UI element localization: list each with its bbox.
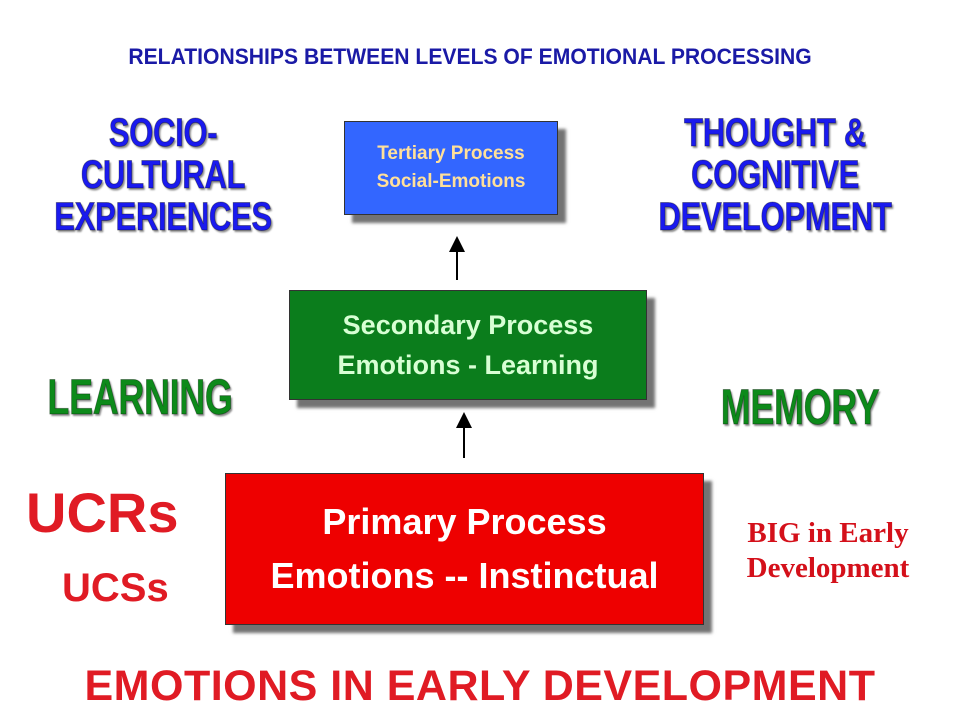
secondary-process-box: Secondary Process Emotions - Learning: [289, 290, 647, 400]
diagram-title: RELATIONSHIPS BETWEEN LEVELS OF EMOTIONA…: [128, 44, 812, 69]
learning-label: LEARNING: [47, 369, 233, 425]
tertiary-line1: Tertiary Process: [377, 142, 525, 164]
primary-line1: Primary Process: [322, 501, 607, 542]
secondary-line1: Secondary Process: [342, 309, 594, 340]
socio-cultural-label: SOCIO-CULTURAL EXPERIENCES: [34, 111, 291, 239]
memory-label: MEMORY: [720, 379, 880, 435]
tertiary-process-box: Tertiary Process Social-Emotions: [344, 121, 558, 215]
thought-cognitive-line1: THOUGHT & COGNITIVE: [684, 111, 867, 197]
thought-cognitive-line2: DEVELOPMENT: [658, 195, 892, 239]
big-in-early-development-note: BIG in Early Development: [722, 516, 934, 587]
secondary-line2: Emotions - Learning: [337, 350, 599, 380]
primary-process-box: Primary Process Emotions -- Instinctual: [225, 473, 704, 625]
socio-cultural-line1: SOCIO-CULTURAL: [80, 111, 246, 197]
tertiary-line2: Social-Emotions: [376, 171, 526, 192]
socio-cultural-line2: EXPERIENCES: [54, 195, 273, 239]
footer-caption: EMOTIONS IN EARLY DEVELOPMENT: [84, 662, 876, 710]
big-early-line1: BIG in Early: [747, 517, 909, 549]
ucrs-label: UCRs: [26, 481, 179, 544]
ucss-label: UCSs: [62, 566, 169, 610]
primary-line2: Emotions -- Instinctual: [270, 555, 659, 596]
big-early-line2: Development: [746, 552, 910, 585]
thought-cognitive-label: THOUGHT & COGNITIVE DEVELOPMENT: [623, 111, 927, 239]
